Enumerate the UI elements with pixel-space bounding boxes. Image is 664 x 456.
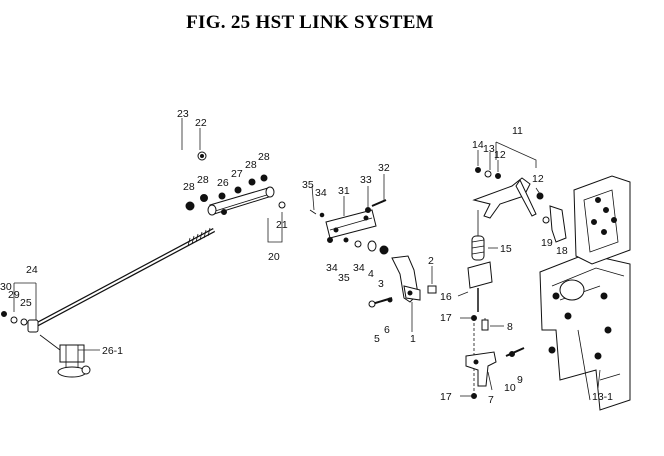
part-label: 4	[368, 268, 374, 280]
part-label: 28	[197, 174, 209, 186]
part-label: 28	[258, 151, 270, 163]
part-label: 20	[268, 251, 280, 263]
pedal-lever	[472, 167, 544, 219]
part-label: 1	[410, 333, 416, 345]
bolt-32	[365, 199, 387, 213]
part-label: 28	[245, 159, 257, 171]
part-label: 26	[217, 177, 229, 189]
part-label: 13-1	[592, 391, 613, 403]
bolt-9	[505, 347, 525, 357]
part-label: 6	[384, 324, 390, 336]
part-label: 2	[428, 255, 434, 267]
part-label: 16	[440, 291, 452, 303]
left-end-hardware	[1, 311, 91, 378]
part-label: 10	[504, 382, 516, 394]
part-label: 3	[378, 278, 384, 290]
plate-16	[467, 261, 493, 396]
upper-housing	[573, 175, 631, 265]
bolt-5	[368, 297, 393, 308]
part-label: 24	[26, 264, 38, 276]
part-label: 9	[517, 374, 523, 386]
part-label: 35	[302, 179, 314, 191]
part-label: 12	[532, 173, 544, 185]
part-label: 25	[20, 297, 32, 309]
part-label: 11	[512, 125, 523, 137]
part-label: 12	[494, 149, 506, 161]
part-label: 8	[507, 321, 513, 333]
barrel-hardware	[185, 151, 268, 215]
part-label: 18	[556, 245, 568, 257]
lower-bracket	[465, 351, 497, 399]
part-label: 32	[378, 162, 390, 174]
bracket-18	[542, 205, 567, 243]
spring	[471, 210, 485, 261]
leader-lines	[13, 118, 601, 397]
part-label: 29	[8, 289, 20, 301]
part-label: 23	[177, 108, 189, 120]
part-label: 34	[315, 187, 327, 199]
part-label: 35	[338, 272, 350, 284]
lever-arm	[354, 240, 437, 303]
part-label: 15	[500, 243, 512, 255]
part-label: 27	[231, 168, 243, 180]
part-label: 17	[440, 312, 452, 324]
part-label: 22	[195, 117, 207, 129]
part-label: 5	[374, 333, 380, 345]
part-label: 30	[0, 281, 12, 293]
barrel-link	[207, 186, 286, 216]
part-label: 26-1	[102, 345, 123, 357]
part-label: 34	[326, 262, 338, 274]
part-label: 17	[440, 391, 452, 403]
plate-link	[309, 209, 377, 243]
part-labels: 1 2 3 4 5 6 7 8 9 10 11 12 12 13 13-1 14…	[0, 108, 613, 406]
pin-8	[481, 318, 489, 331]
transmission-frame	[539, 253, 631, 411]
figure-title: FIG. 25 HST LINK SYSTEM	[186, 12, 434, 33]
part-label: 31	[338, 185, 350, 197]
part-label: 34	[353, 262, 365, 274]
part-label: 7	[488, 394, 494, 406]
long-link-rod	[27, 227, 216, 333]
part-label: 28	[183, 181, 195, 193]
part-label: 13	[483, 143, 495, 155]
part-label: 21	[276, 219, 288, 231]
part-label: 33	[360, 174, 372, 186]
part-label: 14	[472, 139, 484, 151]
part-label: 19	[541, 237, 553, 249]
